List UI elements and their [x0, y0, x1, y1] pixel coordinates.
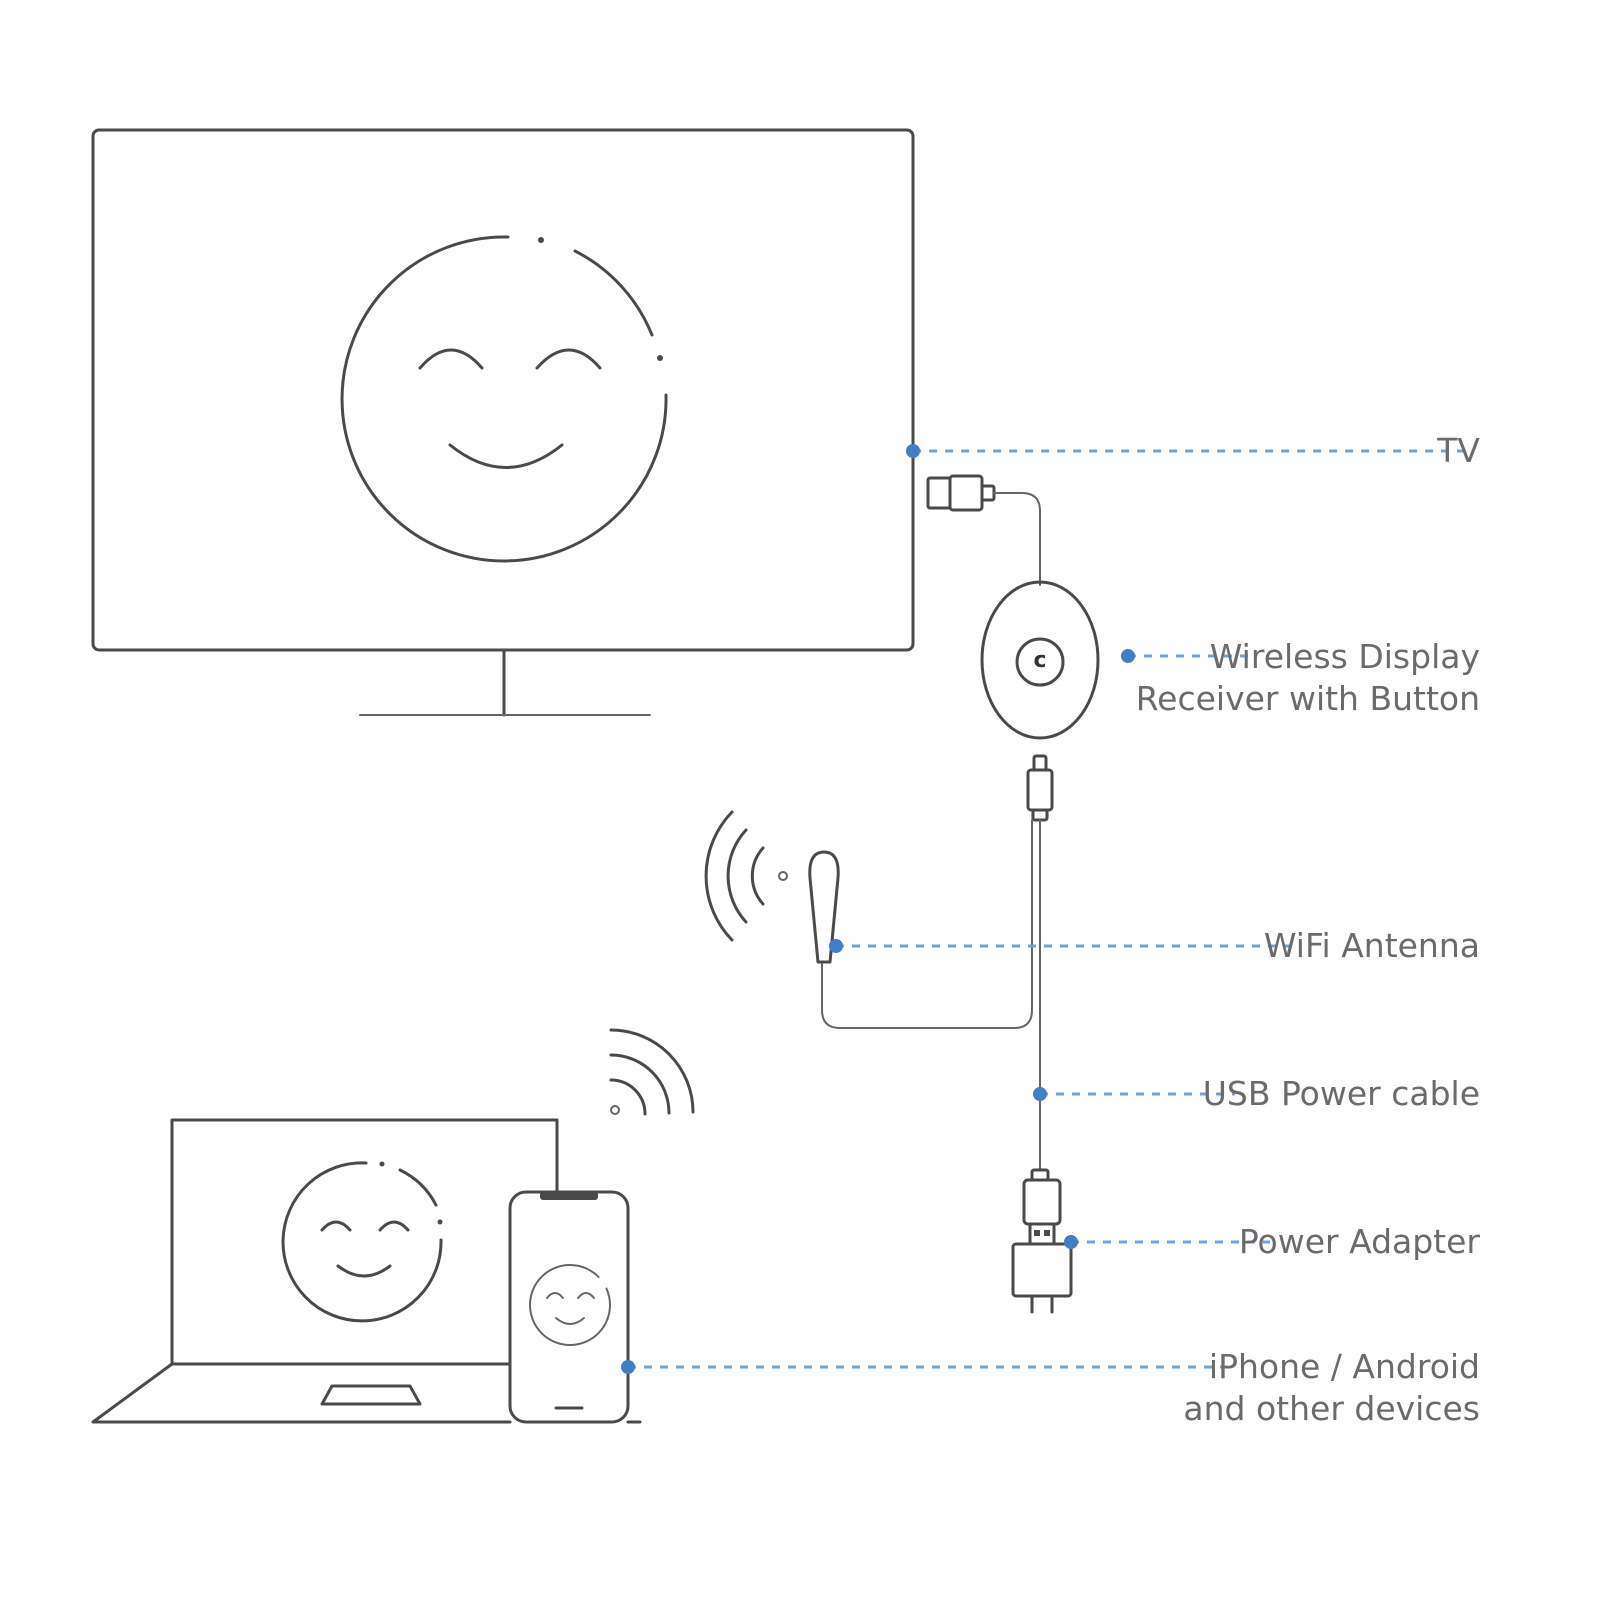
- receiver-button-glyph: c: [1033, 648, 1047, 673]
- receiver-leader-dot: [1121, 649, 1135, 663]
- receiver-label-line2: Receiver with Button: [1135, 679, 1480, 718]
- tv-smiley-face-icon: [340, 235, 668, 563]
- hdmi-connector-icon: [926, 474, 996, 512]
- callout-label-usb-cable: USB Power cable: [1203, 1073, 1480, 1115]
- callout-label-antenna: WiFi Antenna: [1264, 925, 1480, 967]
- callout-label-tv: TV: [1437, 430, 1480, 472]
- antenna-label: WiFi Antenna: [1263, 926, 1480, 965]
- smartphone-illustration: [508, 1190, 630, 1424]
- micro-usb-connector-icon: [1026, 754, 1054, 822]
- usb-cable-leader-dot: [1033, 1087, 1047, 1101]
- power-adapter-label: Power Adapter: [1238, 1222, 1480, 1261]
- receiver-button-icon: [1015, 637, 1065, 687]
- devices-label-line1: iPhone / Android: [1208, 1347, 1480, 1386]
- hdmi-cable: [993, 492, 1041, 586]
- callout-leaders: [621, 444, 1465, 1374]
- receiver-label-line1: Wireless Display: [1209, 637, 1480, 676]
- laptop-smiley-face-icon: [281, 1161, 443, 1323]
- callout-label-receiver: Wireless Display Receiver with Button: [1136, 636, 1480, 720]
- callout-label-power-adapter: Power Adapter: [1239, 1221, 1480, 1263]
- devices-label-line2: and other devices: [1183, 1389, 1480, 1428]
- usb-cable-label: USB Power cable: [1202, 1074, 1480, 1113]
- callout-label-devices: iPhone / Android and other devices: [1183, 1346, 1480, 1430]
- antenna-cable: [821, 819, 1033, 1029]
- wireless-display-receiver: [980, 580, 1100, 740]
- laptop-illustration: [91, 1118, 642, 1424]
- tv-label: TV: [1437, 431, 1480, 470]
- wifi-antenna-icon: [808, 850, 840, 964]
- power-plug-icon: [1011, 1242, 1073, 1314]
- antenna-leader-dot: [829, 939, 843, 953]
- laptop-wifi-signal-icon: [609, 1028, 695, 1116]
- tv-leader-dot: [906, 444, 920, 458]
- tv-illustration: [91, 128, 915, 717]
- usb-connector-icon: [1022, 1168, 1062, 1246]
- phone-smiley-face-icon: [529, 1264, 611, 1346]
- antenna-wifi-signal-icon: [704, 810, 788, 942]
- power-adapter-leader-dot: [1064, 1235, 1078, 1249]
- devices-leader-dot: [621, 1360, 635, 1374]
